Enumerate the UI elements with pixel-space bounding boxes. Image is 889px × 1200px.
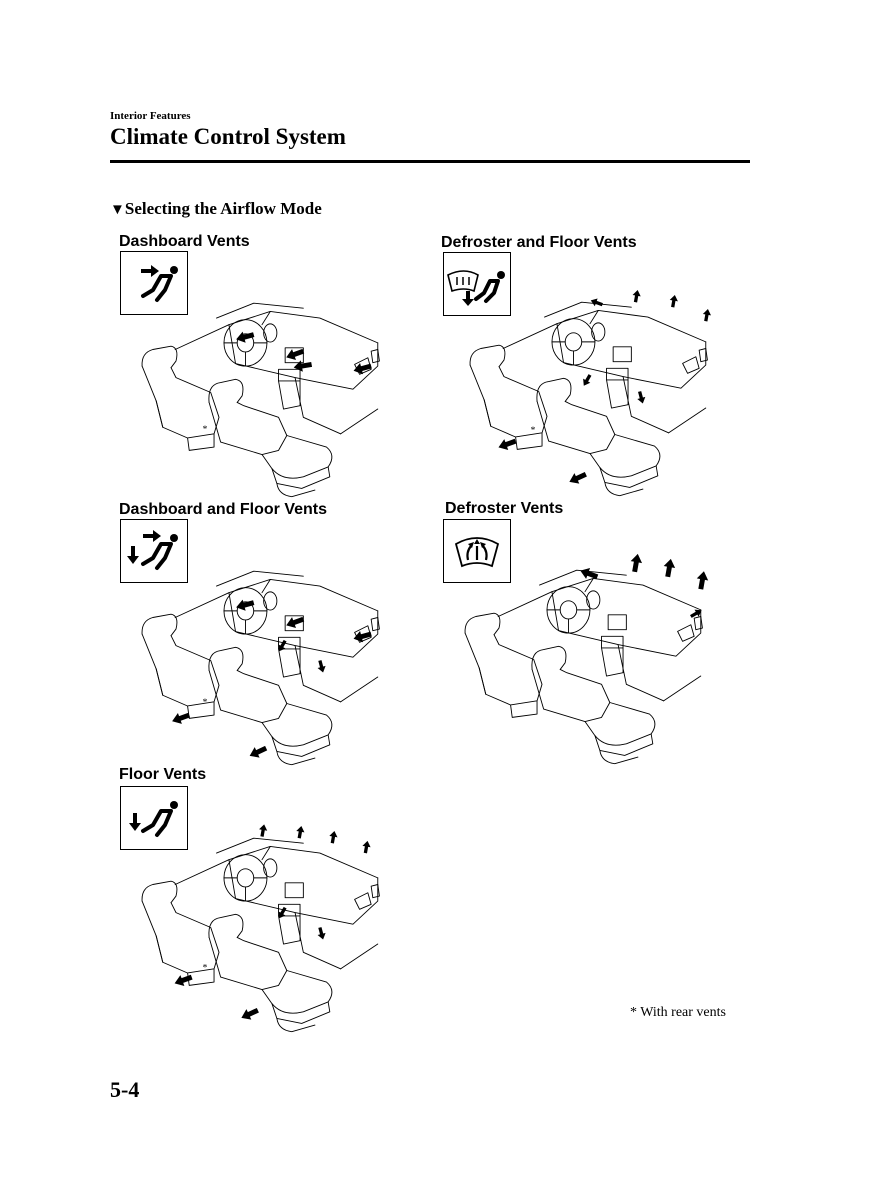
mode-label-dashboard-vents: Dashboard Vents — [119, 233, 250, 250]
floor-vents-illustration: * — [141, 823, 380, 1033]
dashboard-floor-vents-illustration: * — [141, 570, 380, 766]
page-title: Climate Control System — [110, 124, 346, 149]
footnote: * With rear vents — [630, 1005, 726, 1020]
defroster-floor-vents-illustration: * — [469, 289, 712, 497]
rear-vent-marker: * — [202, 424, 207, 435]
dashboard-floor-vents-icon — [120, 519, 188, 583]
defroster-vents-illustration — [464, 552, 710, 765]
mode-label-defroster-vents: Defroster Vents — [445, 500, 564, 517]
rear-vent-marker: * — [202, 697, 207, 708]
dashboard-vents-icon — [120, 251, 188, 315]
floor-vents-icon — [120, 786, 188, 850]
mode-label-defroster-floor-vents: Defroster and Floor Vents — [441, 234, 637, 251]
defroster-floor-vents-icon — [443, 252, 511, 316]
subsection-heading: ▼Selecting the Airflow Mode — [110, 199, 322, 219]
rear-vent-marker: * — [202, 963, 207, 974]
triangle-marker: ▼ — [110, 202, 125, 218]
page-number: 5-4 — [110, 1077, 140, 1102]
rear-vent-marker: * — [530, 425, 535, 436]
defroster-vents-icon — [443, 519, 511, 583]
title-rule — [110, 160, 750, 163]
mode-label-floor-vents: Floor Vents — [119, 766, 207, 783]
subsection-title: Selecting the Airflow Mode — [124, 199, 322, 218]
section-label: Interior Features — [110, 110, 191, 122]
dashboard-vents-illustration: * — [141, 302, 380, 498]
mode-label-dashboard-floor-vents: Dashboard and Floor Vents — [119, 501, 328, 518]
